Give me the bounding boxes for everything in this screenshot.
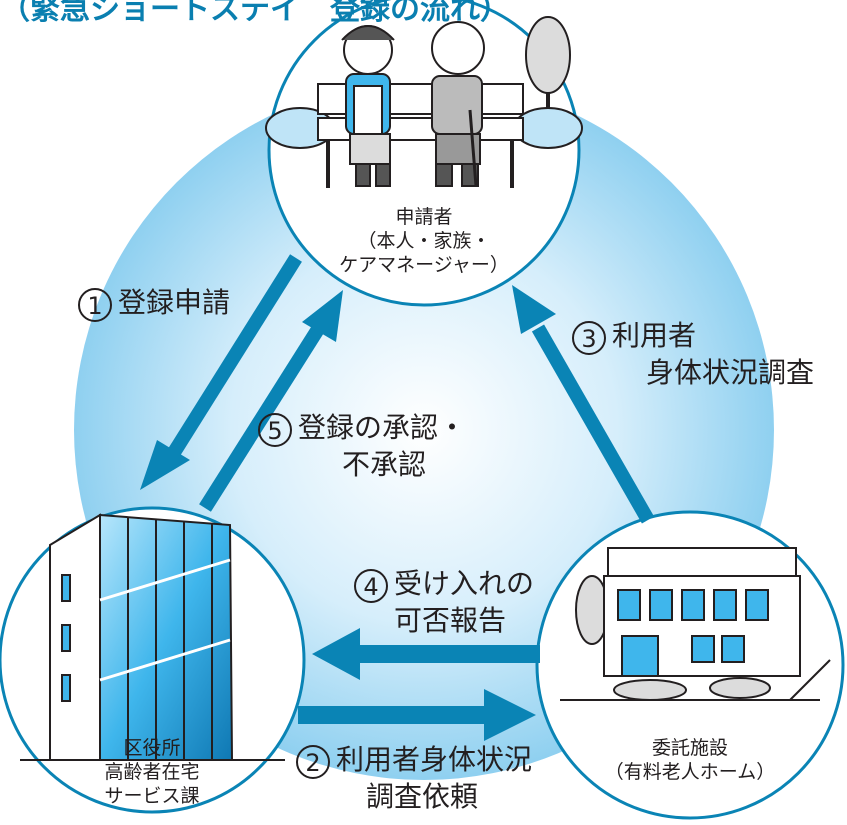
office-building-illustration	[20, 513, 285, 761]
ward-office-label-line: 区役所	[123, 737, 181, 759]
facility-label-line: （有料老人ホーム）	[604, 761, 776, 783]
arrow-step-2	[298, 689, 536, 741]
step-number: 5	[258, 413, 292, 447]
applicant-label-line: ケアマネージャー）	[339, 254, 509, 276]
facility-label-line: 委託施設	[651, 737, 728, 759]
step-text: 調査依頼	[366, 780, 479, 813]
facility-label: 委託施設 （有料老人ホーム）	[590, 736, 790, 784]
diagram-title: （緊急ショートステイ 登録の流れ）	[0, 0, 510, 27]
step-text: 登録申請	[118, 286, 231, 319]
arrow-step-1	[140, 254, 302, 490]
arrow-step-4	[312, 628, 540, 680]
step-text: 身体状況調査	[646, 356, 815, 389]
step-text: 可否報告	[394, 604, 507, 637]
ward-office-label: 区役所 高齢者在宅 サービス課	[52, 736, 252, 808]
seniors-on-bench-illustration	[265, 16, 583, 188]
applicant-label: 申請者 （本人・家族・ ケアマネージャー）	[324, 205, 524, 277]
step-text: 利用者身体状況	[336, 743, 533, 776]
ward-office-label-line: サービス課	[104, 785, 200, 807]
step-text: 登録の承認・	[298, 411, 467, 444]
applicant-circle	[267, 0, 581, 307]
ward-office-label-line: 高齢者在宅	[104, 761, 200, 783]
arrow-step-3	[512, 285, 655, 524]
step-text: 受け入れの	[394, 567, 535, 600]
applicant-label-line: （本人・家族・	[357, 230, 491, 252]
applicant-label-line: 申請者	[395, 206, 453, 228]
step-text: 不承認	[342, 448, 427, 481]
step-number: 2	[296, 745, 330, 779]
step-text: 利用者	[612, 319, 697, 352]
step-number: 4	[354, 569, 388, 603]
nursing-home-illustration	[560, 547, 831, 701]
step-number: 1	[78, 288, 112, 322]
step-number: 3	[572, 321, 606, 355]
